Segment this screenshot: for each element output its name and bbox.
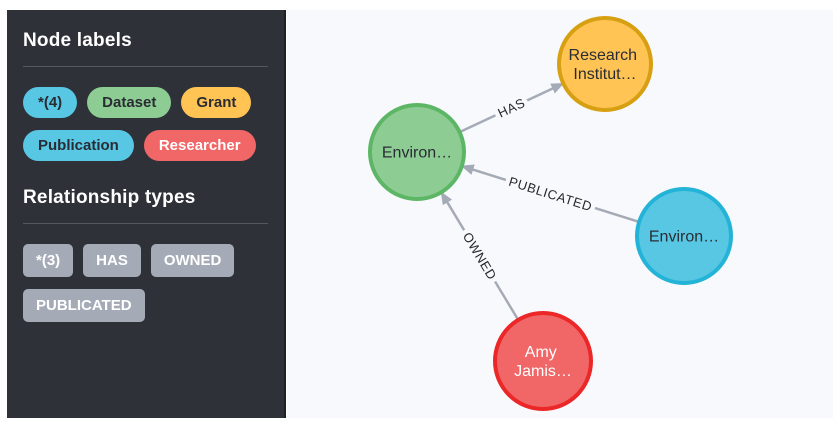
dataset-node-circle[interactable] [368,103,466,201]
relationship-chip-has[interactable]: HAS [83,244,141,277]
graph-svg: HAS PUBLICATED OWNED Environ… Rese [368,16,733,411]
relationship-type-chips: *(3) HAS OWNED PUBLICATED [23,244,268,322]
node-label-pills: *(4) Dataset Grant Publication Researche… [23,87,268,161]
edge-has[interactable]: HAS [459,82,565,134]
researcher-node-circle[interactable] [493,311,593,411]
graph-legend-sidebar: Node labels *(4) Dataset Grant Publicati… [7,10,286,418]
edge-label-owned: OWNED [460,230,500,283]
node-label-pill-all[interactable]: *(4) [23,87,78,118]
grant-node-circle[interactable] [557,16,653,112]
divider [23,223,268,224]
publication-node-circle[interactable] [635,187,733,285]
graph-node-grant[interactable]: Research Institut… [557,16,653,112]
edge-owned[interactable]: OWNED [440,191,520,321]
relationship-chip-publicated[interactable]: PUBLICATED [23,289,145,322]
relationship-chip-all[interactable]: *(3) [23,244,74,277]
relationship-types-heading: Relationship types [23,187,196,208]
node-label-pill-dataset[interactable]: Dataset [87,87,172,118]
edge-publicated[interactable]: PUBLICATED [460,164,640,224]
edge-label-publicated: PUBLICATED [507,174,594,214]
graph-node-publication[interactable]: Environ… [635,187,733,285]
graph-node-researcher[interactable]: Amy Jamis… [493,311,593,411]
node-labels-heading: Node labels [23,30,132,51]
graph-canvas[interactable]: HAS PUBLICATED OWNED Environ… Rese [287,10,833,418]
node-label-pill-grant[interactable]: Grant [181,87,252,118]
graph-node-dataset[interactable]: Environ… [368,103,466,201]
node-label-pill-researcher[interactable]: Researcher [143,130,256,161]
divider [23,66,268,67]
node-label-pill-publication[interactable]: Publication [23,130,134,161]
edge-label-has: HAS [495,95,527,121]
relationship-chip-owned[interactable]: OWNED [150,244,235,277]
